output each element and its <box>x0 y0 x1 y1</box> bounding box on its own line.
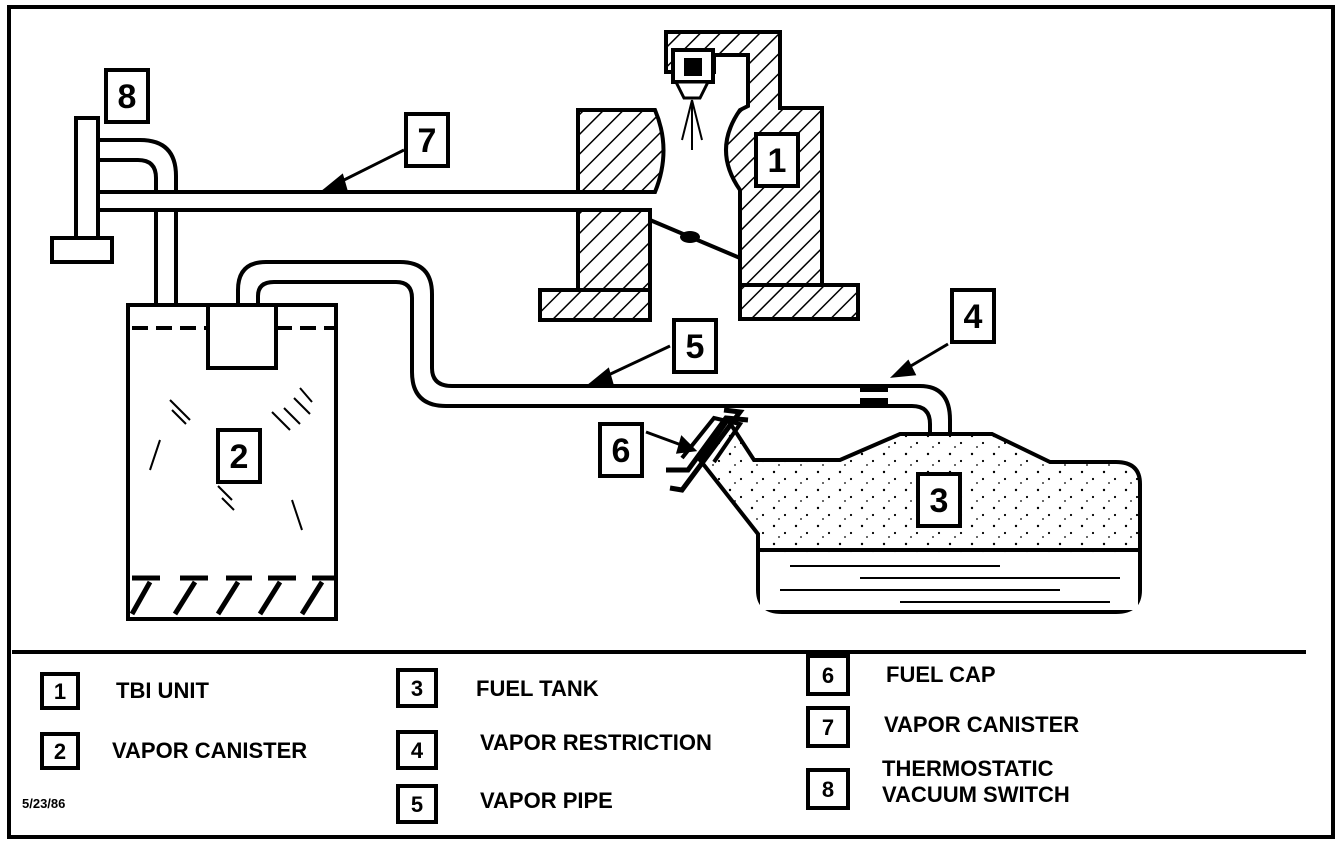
svg-text:VACUUM SWITCH: VACUUM SWITCH <box>882 782 1070 807</box>
callout-1: 1 <box>754 132 800 188</box>
callout-3: 3 <box>916 472 962 528</box>
fuel-cap <box>666 407 749 493</box>
svg-text:TBI UNIT: TBI UNIT <box>116 678 209 703</box>
svg-text:3: 3 <box>411 676 423 701</box>
callout-5: 5 <box>672 318 718 374</box>
legend-item-8: 8 THERMOSTATIC VACUUM SWITCH <box>806 756 1070 810</box>
legend-item-5: 5 VAPOR PIPE <box>396 784 613 824</box>
svg-text:THERMOSTATIC: THERMOSTATIC <box>882 756 1054 781</box>
svg-text:5: 5 <box>686 328 705 366</box>
legend-item-4: 4 VAPOR RESTRICTION <box>396 730 712 770</box>
svg-text:8: 8 <box>118 78 137 116</box>
diagram-date: 5/23/86 <box>22 796 65 811</box>
svg-text:2: 2 <box>54 739 66 764</box>
legend-item-7: 7 VAPOR CANISTER <box>806 706 1079 748</box>
svg-text:7: 7 <box>822 715 834 740</box>
svg-text:6: 6 <box>612 432 631 470</box>
callout-7: 7 <box>404 112 450 168</box>
svg-text:VAPOR RESTRICTION: VAPOR RESTRICTION <box>480 730 712 755</box>
legend-item-1: 1 TBI UNIT <box>40 672 209 710</box>
svg-text:3: 3 <box>930 482 949 520</box>
svg-text:4: 4 <box>964 298 983 336</box>
svg-text:FUEL CAP: FUEL CAP <box>886 662 996 687</box>
legend-item-6: 6 FUEL CAP <box>806 654 996 696</box>
svg-text:5: 5 <box>411 792 423 817</box>
legend-item-3: 3 FUEL TANK <box>396 668 599 708</box>
svg-text:VAPOR CANISTER: VAPOR CANISTER <box>884 712 1079 737</box>
svg-text:VAPOR CANISTER: VAPOR CANISTER <box>112 738 307 763</box>
svg-text:6: 6 <box>822 663 834 688</box>
callout-4: 4 <box>950 288 996 344</box>
legend-item-2: 2 VAPOR CANISTER <box>40 732 307 770</box>
leader-arrows <box>322 148 949 454</box>
svg-text:7: 7 <box>418 122 437 160</box>
svg-text:1: 1 <box>54 679 66 704</box>
tbi-unit <box>538 30 860 322</box>
svg-text:4: 4 <box>411 738 424 763</box>
fuel-tank <box>680 415 1142 614</box>
svg-text:VAPOR PIPE: VAPOR PIPE <box>480 788 613 813</box>
svg-text:8: 8 <box>822 777 834 802</box>
outer-border <box>7 5 1335 839</box>
callout-2: 2 <box>216 428 262 484</box>
svg-text:1: 1 <box>768 142 787 180</box>
vapor-pipes <box>98 138 952 435</box>
thermostatic-vacuum-switch <box>50 116 114 264</box>
callout-8: 8 <box>104 68 150 124</box>
svg-text:FUEL TANK: FUEL TANK <box>476 676 599 701</box>
svg-text:2: 2 <box>230 438 249 476</box>
callout-6: 6 <box>598 422 644 478</box>
